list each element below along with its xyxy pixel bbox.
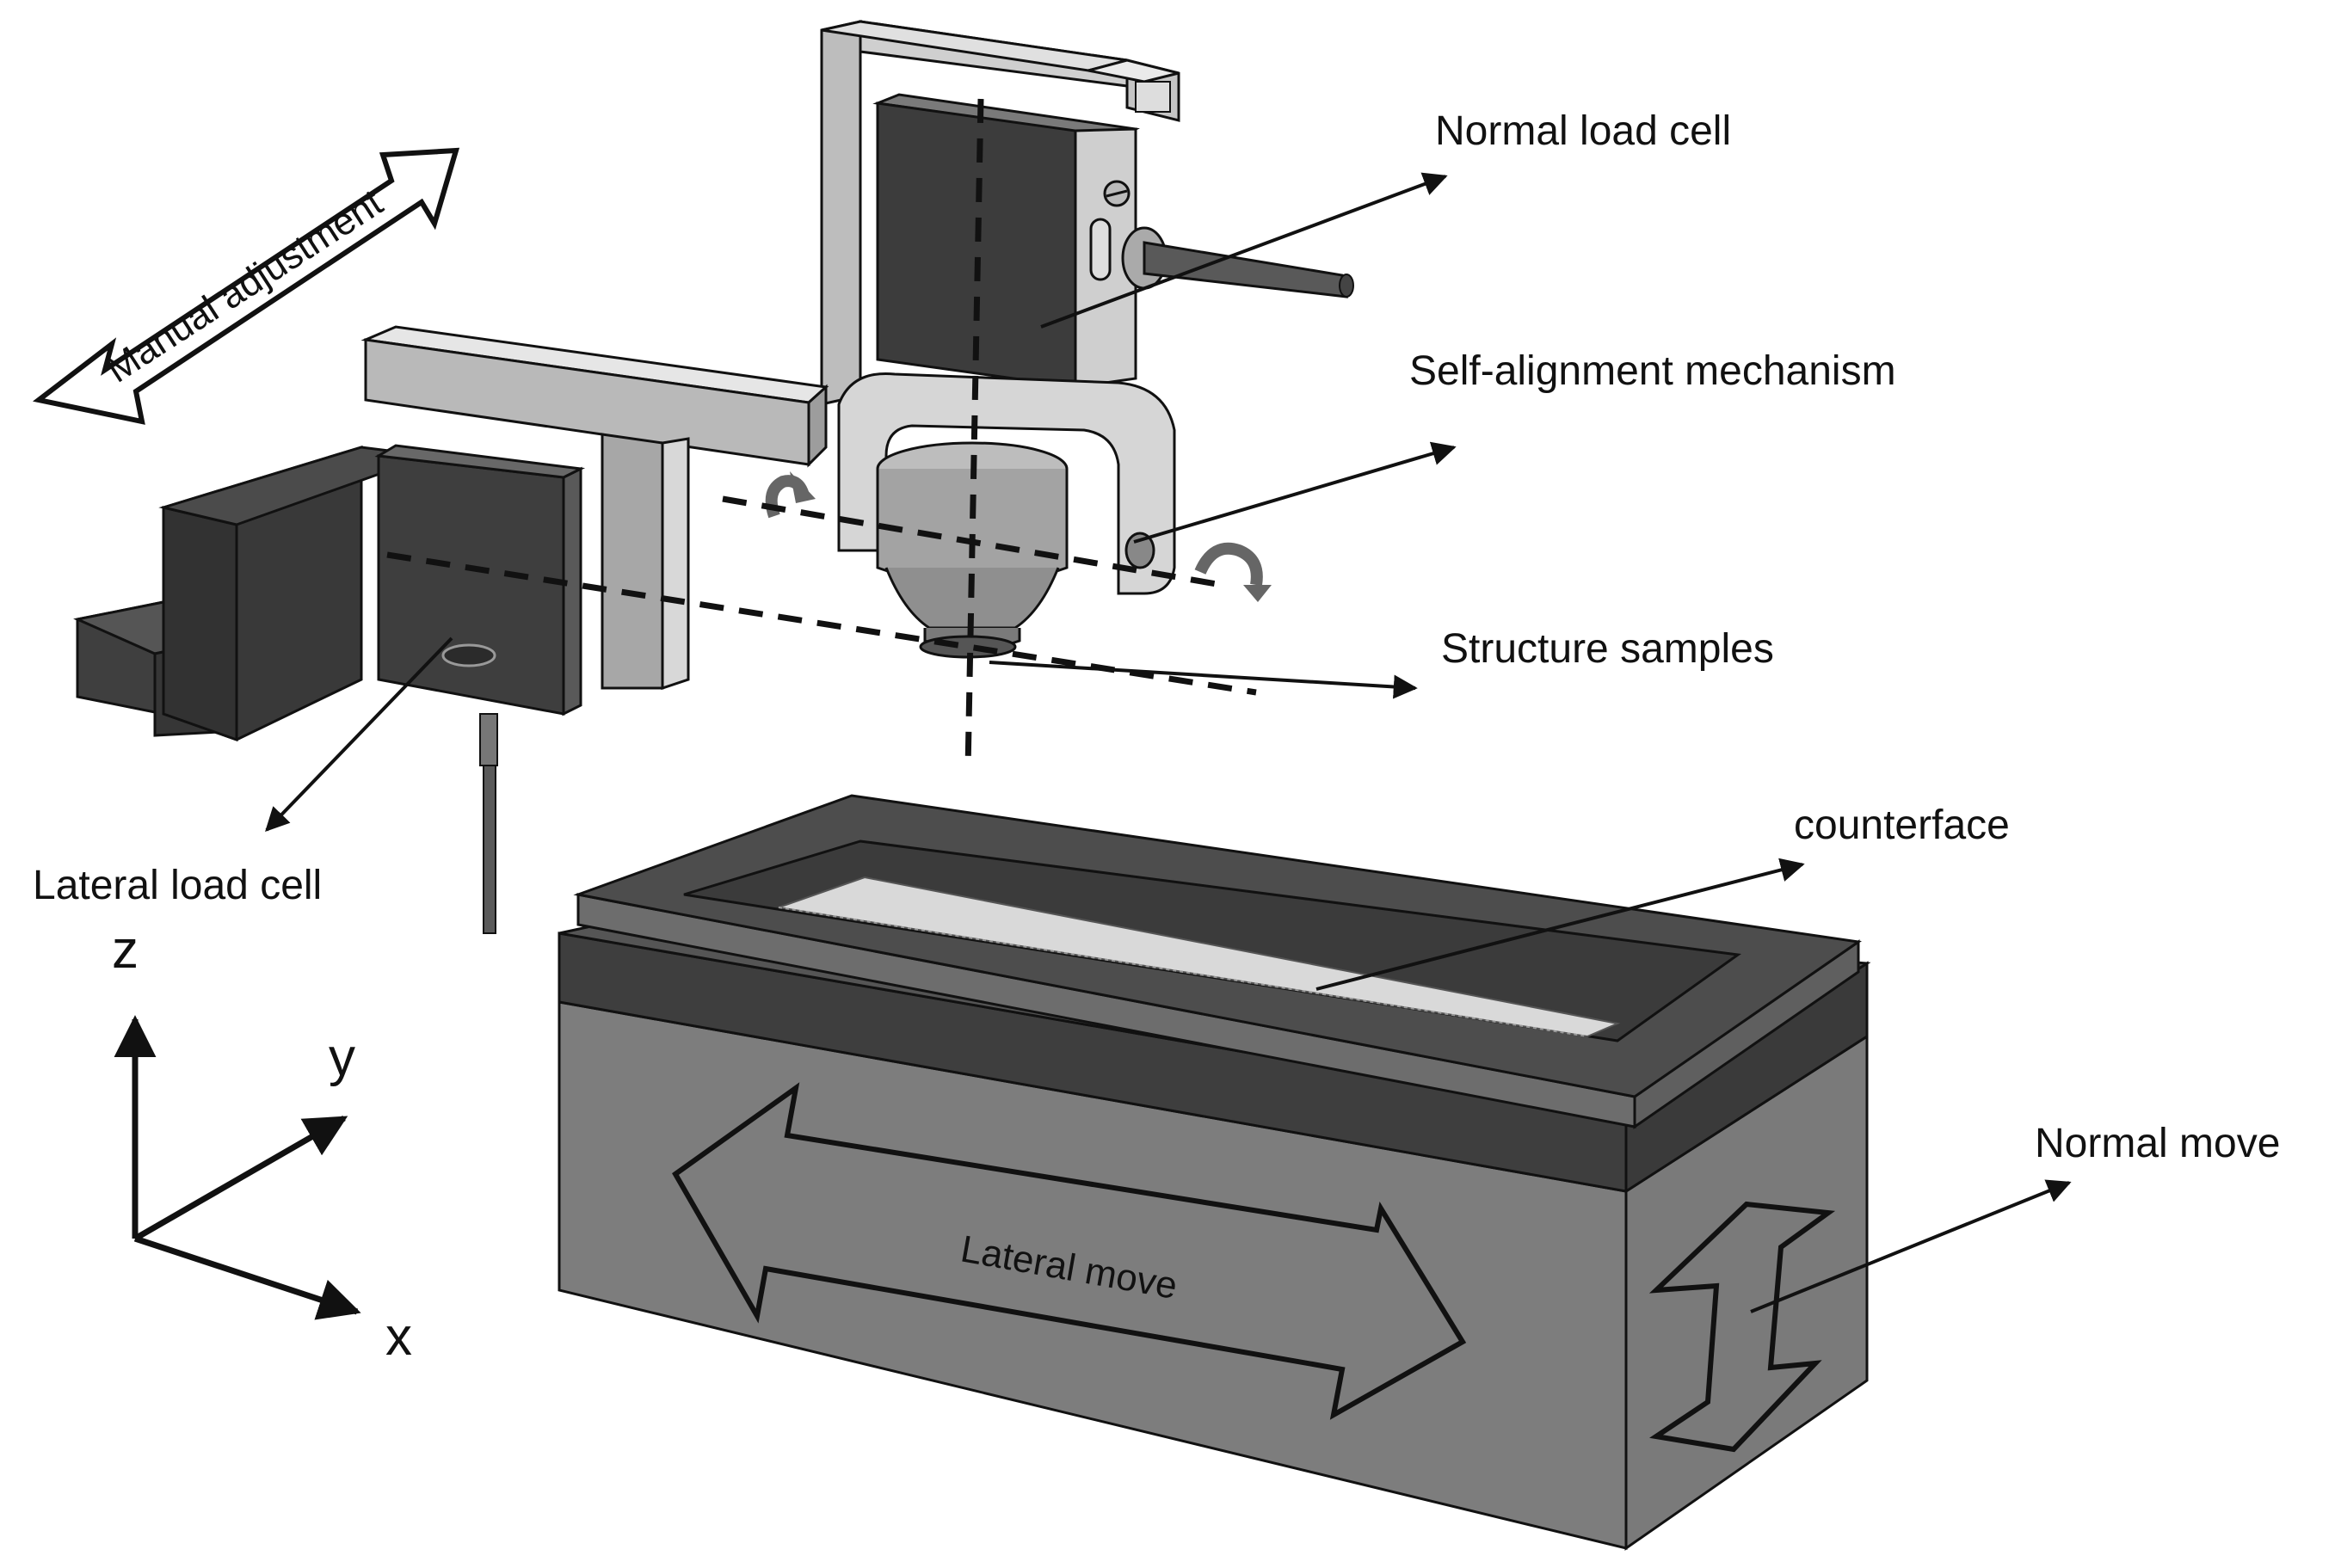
- horizontal-arm: [360, 325, 829, 691]
- rotation-arrow-right: [1194, 542, 1263, 587]
- label-self-alignment: Self-alignment mechanism: [1409, 348, 1896, 394]
- counterface-tray: [573, 794, 1862, 1129]
- callout-leaders: [265, 172, 2072, 1313]
- stand-column: [820, 20, 862, 406]
- tilt-axis-line: [722, 495, 1223, 588]
- leader-counterface: [1315, 858, 1805, 991]
- normal-move-arrow: [1648, 1201, 1836, 1453]
- label-lateral-load-cell: Lateral load cell: [33, 863, 322, 908]
- x-axis-label: x: [385, 1307, 412, 1367]
- leader-lateral-load-cell: [265, 636, 453, 833]
- lateral-move-arrow-shape: [672, 1082, 1467, 1420]
- y-axis-label: y: [329, 1028, 355, 1087]
- z-axis-label: z: [112, 920, 139, 980]
- manual-adjustment-arrow-shape: [32, 147, 460, 425]
- label-normal-load-cell: Normal load cell: [1435, 108, 1731, 154]
- x-axis: [133, 1235, 361, 1320]
- vertical-axis-line: [964, 98, 984, 771]
- coordinate-axes: [114, 1015, 361, 1320]
- yoke-bracket: [837, 372, 1176, 595]
- label-structure-samples: Structure samples: [1441, 626, 1774, 672]
- leader-structure-samples: [989, 661, 1418, 699]
- label-counterface: counterface: [1794, 802, 2010, 848]
- y-axis: [133, 1115, 348, 1242]
- normal-move-arrow-shape: [1648, 1201, 1836, 1453]
- leader-normal-move: [1750, 1179, 2072, 1313]
- leader-normal-load-cell: [1040, 172, 1448, 329]
- lateral-load-cell-assembly: [73, 444, 586, 934]
- normal-load-cell: [872, 93, 1354, 389]
- lateral-load-cell: [377, 454, 565, 716]
- label-normal-move: Normal move: [2035, 1121, 2280, 1166]
- leader-self-alignment: [1133, 441, 1457, 544]
- self-alignment-mechanism: [765, 372, 1272, 659]
- manual-adjustment-label: Manual adjustment: [99, 181, 390, 391]
